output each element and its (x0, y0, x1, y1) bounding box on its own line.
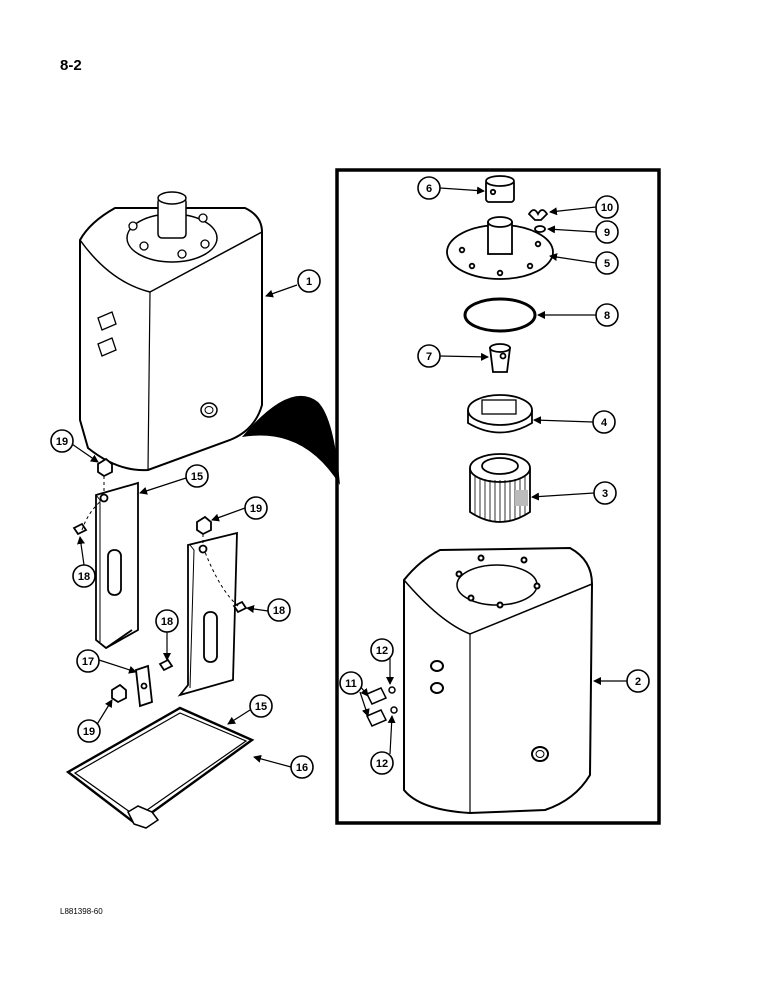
callout-11: 11 (339, 671, 363, 695)
svg-text:2: 2 (635, 676, 641, 688)
svg-text:12: 12 (376, 758, 388, 770)
svg-text:18: 18 (78, 571, 90, 583)
svg-text:18: 18 (273, 605, 285, 617)
svg-text:5: 5 (604, 258, 610, 270)
callout-10: 10 (595, 195, 619, 219)
page-number: 8-2 (60, 57, 82, 74)
callout-7: 7 (417, 344, 441, 368)
svg-text:8: 8 (604, 310, 610, 322)
svg-text:11: 11 (345, 678, 357, 690)
callout-18-right: 18 (267, 598, 291, 622)
svg-text:19: 19 (83, 726, 95, 738)
callout-18-middle: 18 (155, 609, 179, 633)
exploded-view-frame (335, 168, 661, 825)
svg-text:10: 10 (601, 202, 613, 214)
reservoir-tank-assembled (79, 191, 263, 472)
callout-18-left: 18 (72, 564, 96, 588)
callout-19-bottom: 19 (77, 719, 101, 743)
callout-12-top: 12 (370, 638, 394, 662)
callouts: 1 2 3 4 5 6 7 8 9 10 11 12 12 15 15 16 1… (50, 176, 650, 779)
svg-text:9: 9 (604, 227, 610, 239)
leader-lines (68, 186, 627, 768)
callout-16: 16 (290, 755, 314, 779)
svg-text:3: 3 (602, 488, 608, 500)
svg-text:7: 7 (426, 351, 432, 363)
svg-text:19: 19 (56, 436, 68, 448)
callout-15-top: 15 (185, 464, 209, 488)
svg-text:4: 4 (601, 417, 608, 429)
svg-text:15: 15 (191, 471, 203, 483)
svg-text:15: 15 (255, 701, 267, 713)
figure-code: L881398-60 (60, 907, 103, 916)
fittings (365, 686, 398, 727)
callout-1: 1 (297, 269, 321, 293)
callout-6: 6 (417, 176, 441, 200)
callout-19-right: 19 (244, 496, 268, 520)
exploded-components (446, 175, 554, 523)
callout-2: 2 (626, 669, 650, 693)
dashed-assembly-lines (81, 476, 239, 607)
exploded-view-arrow (242, 395, 340, 485)
svg-text:6: 6 (426, 183, 432, 195)
svg-text:18: 18 (161, 616, 173, 628)
callout-9: 9 (595, 220, 619, 244)
svg-text:16: 16 (296, 762, 308, 774)
callout-5: 5 (595, 251, 619, 275)
callout-4: 4 (592, 410, 616, 434)
callout-19-top: 19 (50, 429, 74, 453)
svg-text:19: 19 (250, 503, 262, 515)
callout-3: 3 (593, 481, 617, 505)
mounting-hardware (65, 457, 255, 829)
callout-8: 8 (595, 303, 619, 327)
reservoir-tank-body (403, 546, 594, 815)
svg-text:17: 17 (82, 656, 94, 668)
svg-text:12: 12 (376, 645, 388, 657)
callout-12-bottom: 12 (370, 751, 394, 775)
svg-text:1: 1 (306, 276, 312, 288)
callout-15-bottom: 15 (249, 694, 273, 718)
callout-17: 17 (76, 649, 100, 673)
